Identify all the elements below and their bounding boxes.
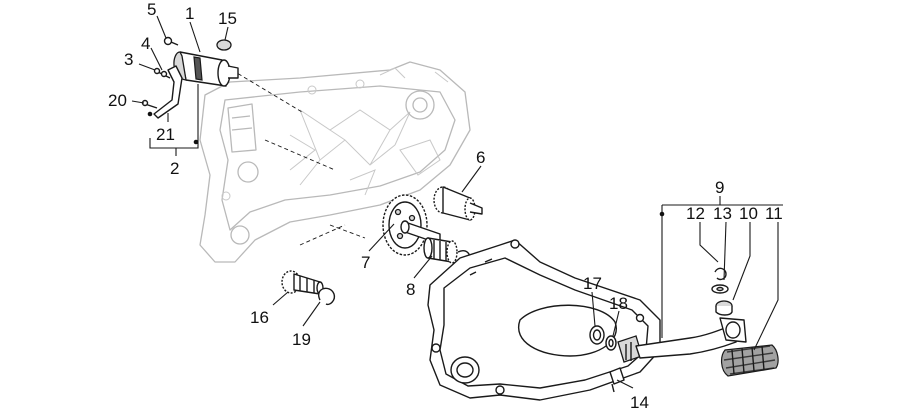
callout-6: 6 bbox=[476, 148, 485, 167]
callout-21: 21 bbox=[156, 125, 175, 144]
cap-part-15 bbox=[216, 39, 232, 51]
callout-3: 3 bbox=[124, 50, 133, 69]
callout-14: 14 bbox=[630, 393, 649, 410]
callout-5: 5 bbox=[147, 0, 156, 19]
callout-18: 18 bbox=[609, 294, 628, 313]
bush-part-10 bbox=[715, 300, 733, 316]
callout-10: 10 bbox=[739, 204, 758, 223]
washer-part-18 bbox=[605, 335, 617, 351]
callout-7: 7 bbox=[361, 253, 370, 272]
callout-19: 19 bbox=[292, 330, 311, 349]
bolt-part-14 bbox=[609, 367, 625, 393]
bracket-part-21 bbox=[153, 65, 183, 119]
screw-part-5 bbox=[163, 36, 179, 46]
oil-seal-part-17 bbox=[589, 325, 605, 345]
callout-2: 2 bbox=[170, 159, 179, 178]
callout-4: 4 bbox=[141, 34, 150, 53]
callout-12: 12 bbox=[686, 204, 705, 223]
group-bracket-2 bbox=[147, 84, 199, 156]
callout-9: 9 bbox=[715, 178, 724, 197]
intermediate-gear-part-6 bbox=[433, 186, 483, 221]
pinion-shaft-part-16 bbox=[281, 270, 324, 295]
starter-motor bbox=[173, 51, 239, 87]
transmission-cover bbox=[427, 239, 661, 401]
callout-13: 13 bbox=[713, 204, 732, 223]
clip-part-12 bbox=[714, 267, 727, 281]
circlip-part-19 bbox=[318, 287, 336, 306]
group-bracket-9 bbox=[659, 196, 783, 338]
callout-17: 17 bbox=[583, 274, 602, 293]
callout-8: 8 bbox=[406, 280, 415, 299]
callout-20: 20 bbox=[108, 91, 127, 110]
washer-part-13 bbox=[711, 284, 729, 294]
callout-1: 1 bbox=[185, 4, 194, 23]
callout-15: 15 bbox=[218, 9, 237, 28]
bendix-part-8 bbox=[423, 237, 471, 267]
assembly-guide-lines bbox=[231, 69, 366, 246]
callout-16: 16 bbox=[250, 308, 269, 327]
screw-part-20 bbox=[141, 99, 158, 109]
engine-crankcase-outline bbox=[199, 61, 471, 263]
spring-part-11 bbox=[721, 344, 779, 377]
kick-start-lever bbox=[617, 317, 747, 363]
leader-lines bbox=[131, 15, 779, 389]
ring-gear-part-7 bbox=[382, 194, 441, 256]
callout-labels: 1 5 15 4 3 20 21 2 6 7 8 16 19 17 18 14 … bbox=[108, 0, 783, 410]
callout-11: 11 bbox=[765, 204, 783, 223]
